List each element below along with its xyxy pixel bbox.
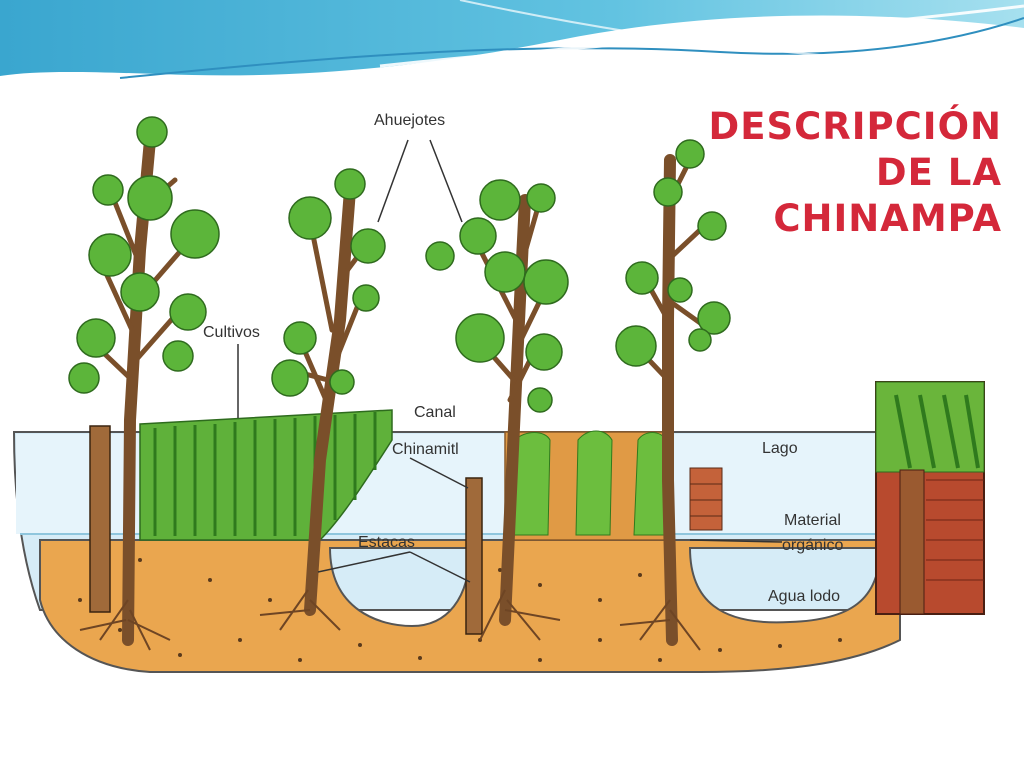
organic-material-stack (689, 467, 723, 531)
label-chinamitl: Chinamitl (392, 441, 459, 458)
slide-header-wave (0, 0, 1024, 79)
label-lago: Lago (762, 440, 798, 457)
stake-middle (465, 477, 483, 635)
title-line-2: DE LA (875, 151, 1002, 194)
diagram-title: DESCRIPCIÓN DE LA CHINAMPA (708, 104, 1002, 242)
tree-foliage (68, 116, 731, 413)
leader-lines (237, 139, 783, 583)
label-cultivos: Cultivos (203, 324, 260, 341)
stake-left (89, 425, 111, 613)
brick-top-rows (894, 394, 980, 469)
title-line-3: CHINAMPA (773, 197, 1002, 240)
label-agua-lodo: Agua lodo (768, 588, 841, 605)
tree-roots (79, 589, 701, 651)
label-organico: orgánico (782, 537, 844, 554)
brick-pattern (926, 479, 984, 581)
middle-crop-rows (511, 430, 667, 536)
title-line-1: DESCRIPCIÓN (708, 105, 1002, 148)
label-canal: Canal (414, 404, 456, 421)
label-material: Material (784, 512, 841, 529)
label-estacas: Estacas (358, 534, 415, 551)
label-ahuejotes: Ahuejotes (374, 112, 446, 129)
soil-speckles (78, 558, 842, 662)
brick-post (899, 469, 925, 615)
crop-rows (153, 412, 377, 536)
